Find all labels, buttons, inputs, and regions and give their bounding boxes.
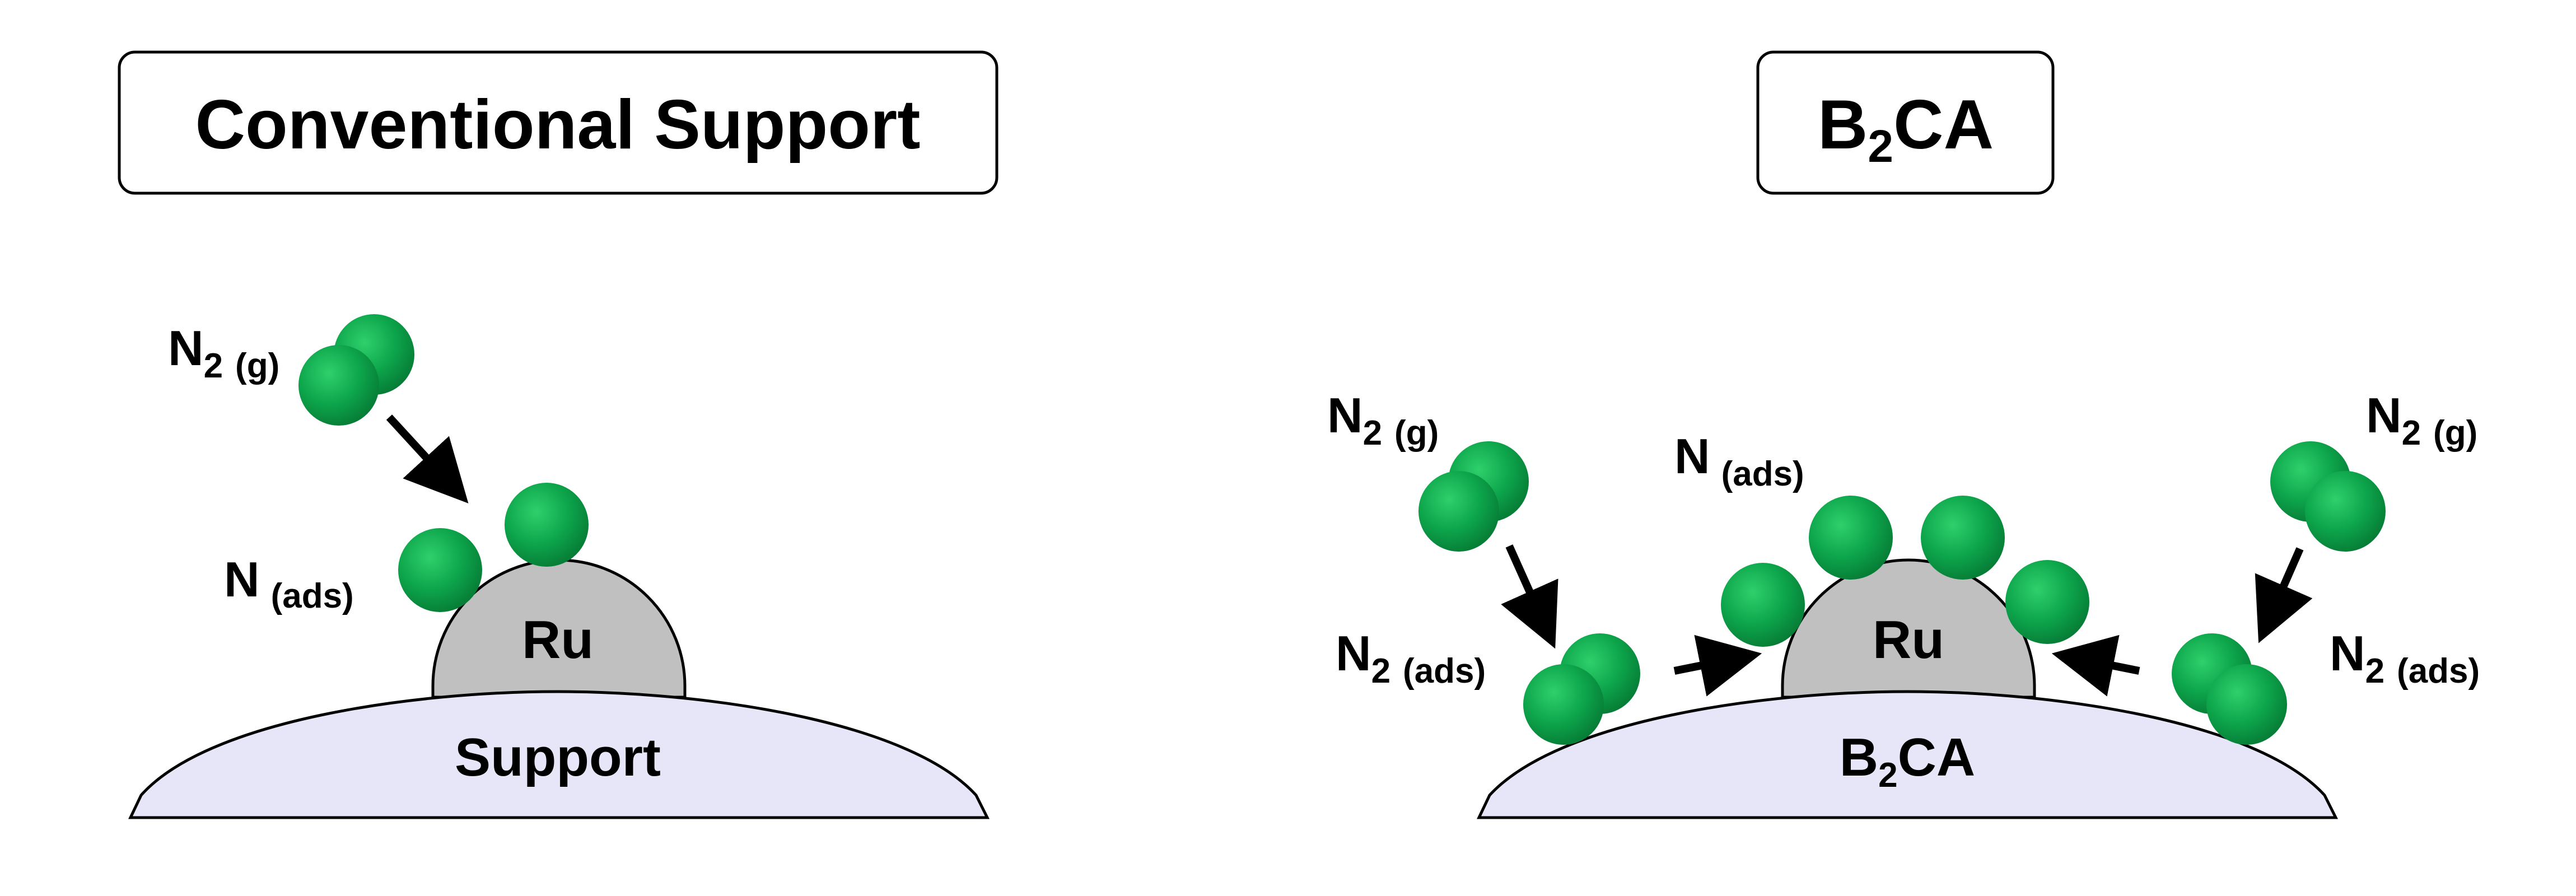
arrow-ads-migration-left (1673, 634, 1762, 697)
n-ads-atom (1721, 563, 1805, 647)
n2-ads-label-left: N2(ads) (1336, 626, 1486, 690)
n2-gas-label: N2(g) (168, 320, 279, 385)
n-ads-atom (398, 528, 482, 612)
right-title-box (1756, 50, 2055, 195)
n2-gas-molecule-left (1418, 441, 1529, 552)
n2-gas-molecule (298, 314, 414, 426)
left-title-box (118, 50, 998, 195)
arrow-gas-to-ads-left (1501, 544, 1558, 649)
n-ads-label: N(ads) (224, 552, 354, 615)
n2-ads-molecule-right (2172, 633, 2287, 745)
n2-gas-label-right: N2(g) (2366, 388, 2477, 452)
left-title: Conventional Support (195, 86, 920, 164)
n-ads-atom (1809, 496, 1893, 580)
n-ads-label: N(ads) (1674, 428, 1804, 493)
n2-gas-molecule-right (2270, 441, 2386, 552)
n2-ads-molecule-left (1523, 633, 1640, 745)
right-title: B2CA (1818, 86, 1994, 172)
b2ca-support-label: B2CA (1840, 727, 1975, 795)
ru-label: Ru (1873, 610, 1944, 670)
left-panel: Conventional Support Ru Support N2(g) N(… (118, 50, 998, 819)
n-ads-atom (2005, 560, 2089, 644)
n2-ads-label-right: N2(ads) (2330, 626, 2480, 690)
n-ads-atom (505, 483, 589, 567)
adsorption-arrow (386, 414, 469, 503)
n-ads-atom (1921, 496, 2005, 580)
ru-label: Ru (522, 610, 594, 670)
right-panel: B2CA Ru B2CA N(ads) N2(g) (1327, 50, 2480, 819)
arrow-ads-migration-right (2051, 634, 2140, 697)
arrow-gas-to-ads-right (2255, 547, 2313, 643)
n2-gas-label-left: N2(g) (1327, 388, 1439, 452)
support-label: Support (455, 727, 661, 787)
support-base (128, 690, 990, 819)
